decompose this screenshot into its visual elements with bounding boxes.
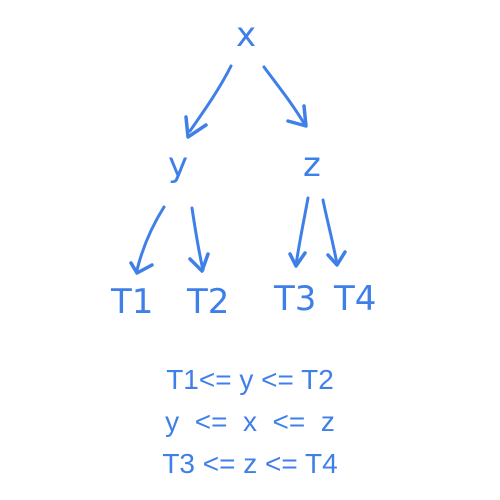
arrowhead-z	[286, 104, 308, 128]
edge-z-to-t4	[321, 198, 339, 266]
edge-y-to-t1	[135, 205, 166, 272]
node-y: y	[168, 145, 189, 185]
arrowhead-t3	[288, 251, 307, 268]
node-t4: T4	[334, 279, 377, 319]
edge-y-to-t2	[190, 206, 205, 272]
node-x: x	[236, 15, 257, 55]
equation-line-2: y <= x <= z	[165, 406, 335, 437]
arrowhead-y	[184, 115, 208, 139]
node-t1: T1	[111, 282, 154, 322]
equation-line-3: T3 <= z <= T4	[162, 448, 338, 479]
node-z: z	[303, 145, 321, 185]
edge-x-to-y	[188, 64, 233, 133]
arrowhead-t2	[188, 252, 210, 273]
equation-line-1: T1<= y <= T2	[166, 364, 334, 395]
arrowhead-t1	[129, 261, 154, 275]
node-t2: T2	[187, 282, 230, 322]
edge-z-to-t3	[294, 196, 310, 267]
edge-x-to-z	[262, 65, 307, 127]
arrowhead-t4	[326, 250, 347, 267]
node-t3: T3	[274, 279, 317, 319]
